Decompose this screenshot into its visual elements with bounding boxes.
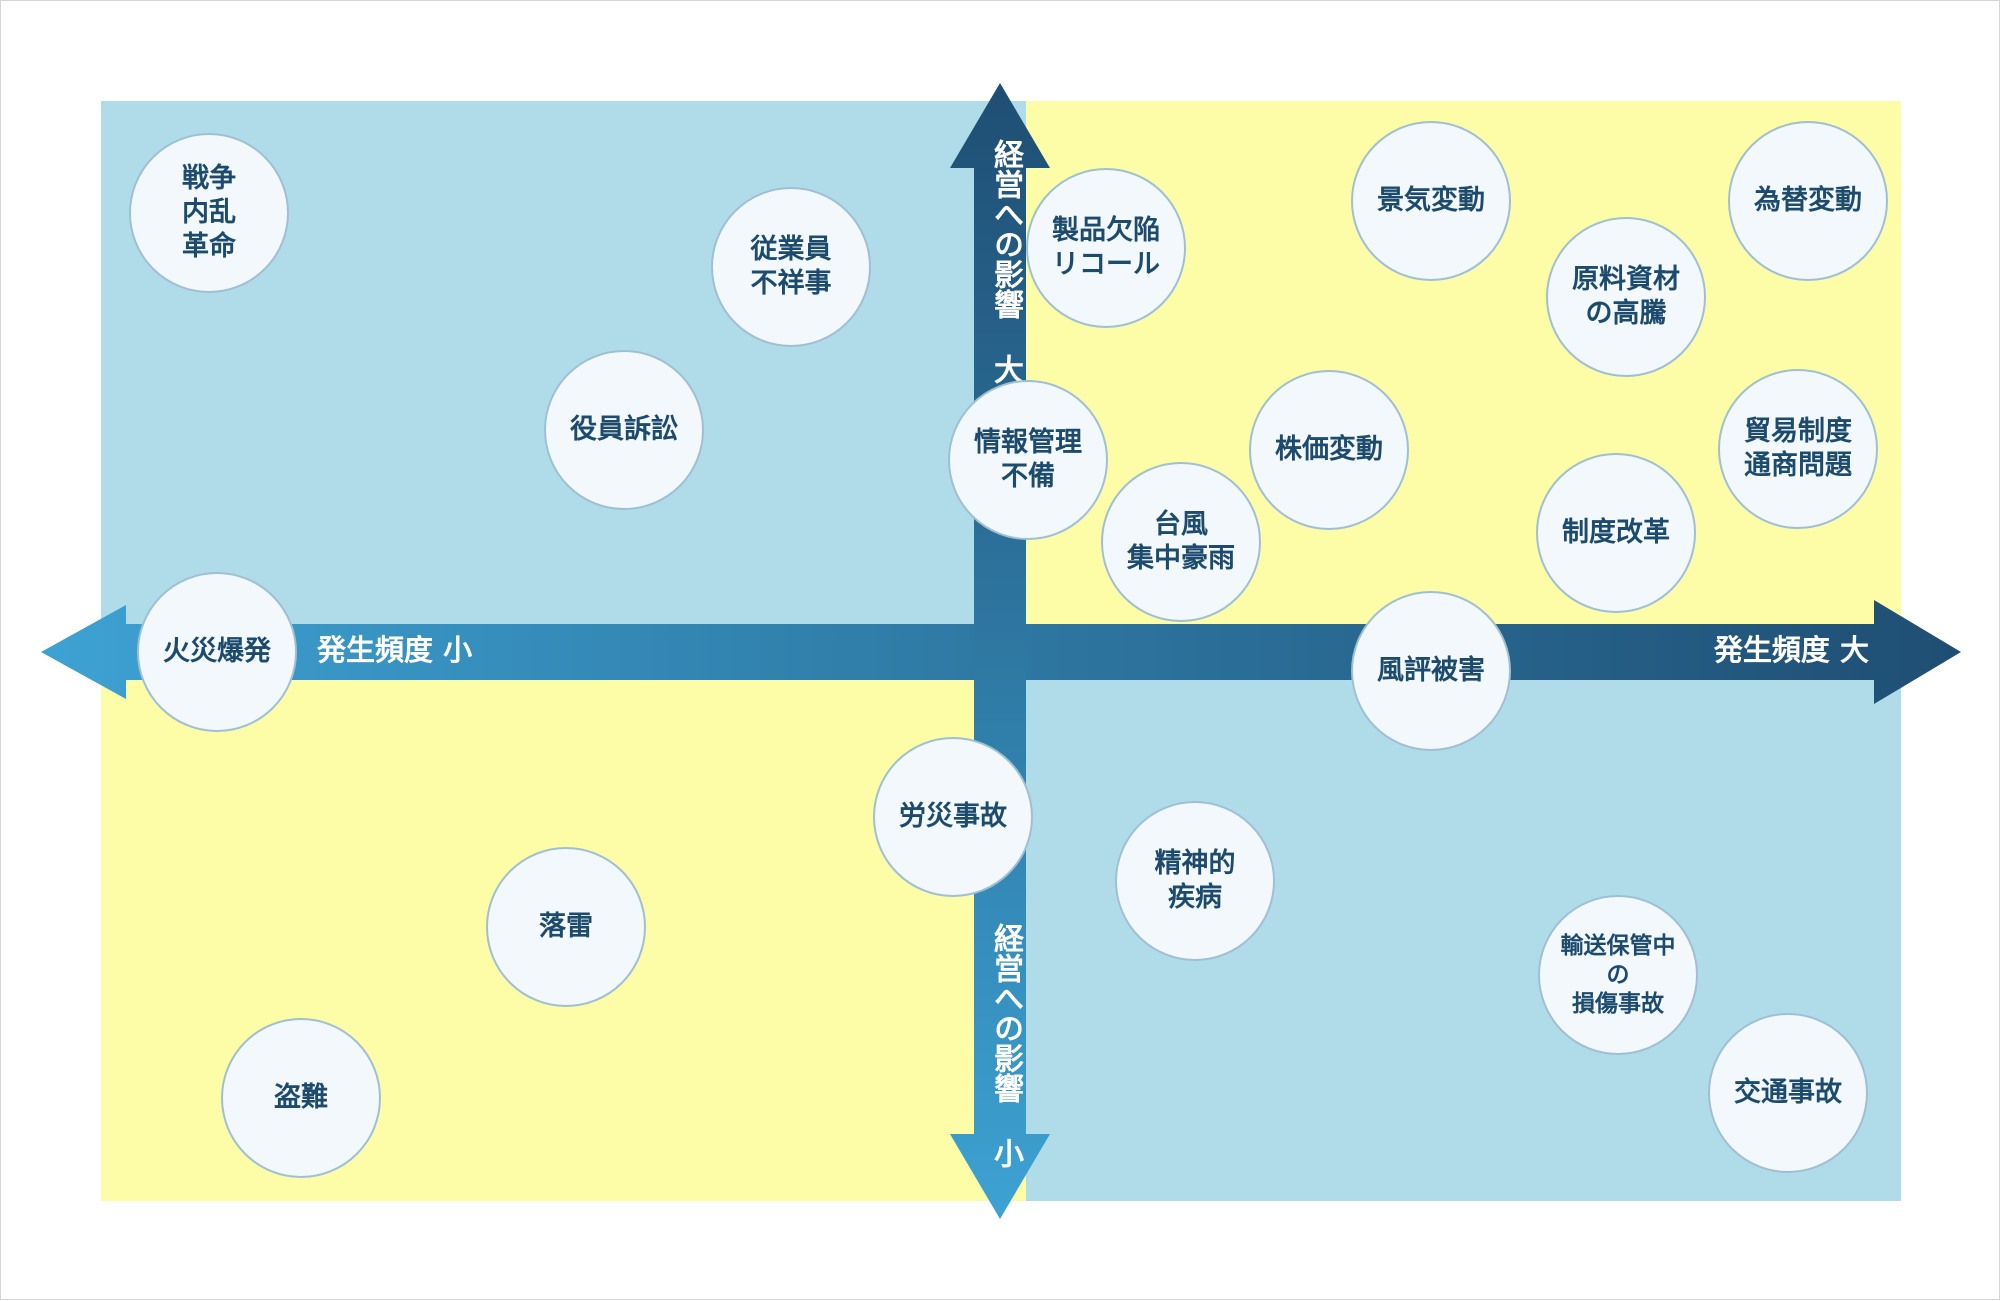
risk-bubble-product-recall: 製品欠陥 リコール: [1026, 168, 1186, 328]
risk-bubble-workplace-accident: 労災事故: [873, 737, 1033, 897]
risk-label: 貿易制度 通商問題: [1744, 416, 1852, 481]
risk-bubble-executive-lawsuit: 役員訴訟: [544, 350, 704, 510]
risk-label: 精神的 疾病: [1154, 848, 1236, 913]
risk-label: 風評被害: [1377, 655, 1485, 686]
risk-bubble-theft: 盗難: [221, 1018, 381, 1178]
risk-bubble-reputation-damage: 風評被害: [1351, 591, 1511, 751]
risk-bubble-lightning: 落雷: [486, 847, 646, 1007]
risk-label: 制度改革: [1562, 517, 1670, 548]
risk-bubble-economic-fluctuation: 景気変動: [1351, 121, 1511, 281]
risk-label: 原料資材 の高騰: [1572, 264, 1680, 329]
risk-bubble-stock-price: 株価変動: [1249, 370, 1409, 530]
risk-bubble-war: 戦争 内乱 革命: [129, 133, 289, 293]
risk-label: 火災爆発: [163, 636, 271, 667]
risk-label: 株価変動: [1275, 434, 1383, 465]
risk-label: 情報管理 不備: [974, 427, 1082, 492]
risk-bubble-traffic-accident: 交通事故: [1708, 1013, 1868, 1173]
impact-low-label: 経営への影響 小: [988, 923, 1023, 1168]
risk-bubble-trade-regulation: 貿易制度 通商問題: [1718, 369, 1878, 529]
risk-bubble-material-cost: 原料資材 の高騰: [1546, 217, 1706, 377]
risk-label: 役員訴訟: [570, 414, 678, 445]
risk-label: 交通事故: [1734, 1077, 1842, 1108]
frequency-high-label: 発生頻度 大: [1713, 633, 1869, 667]
risk-bubble-typhoon: 台風 集中豪雨: [1101, 462, 1261, 622]
risk-label: 台風 集中豪雨: [1127, 509, 1235, 574]
risk-bubble-mental-illness: 精神的 疾病: [1115, 801, 1275, 961]
risk-bubble-information-management: 情報管理 不備: [948, 380, 1108, 540]
risk-label: 盗難: [274, 1082, 328, 1113]
risk-label: 落雷: [539, 911, 593, 942]
risk-label: 為替変動: [1754, 185, 1862, 216]
risk-label: 景気変動: [1377, 185, 1485, 216]
risk-bubble-exchange-rate: 為替変動: [1728, 121, 1888, 281]
frequency-low-label: 発生頻度 小: [317, 633, 473, 667]
risk-bubble-fire-explosion: 火災爆発: [137, 572, 297, 732]
risk-bubble-employee-misconduct: 従業員 不祥事: [711, 187, 871, 347]
risk-label: 製品欠陥 リコール: [1052, 215, 1160, 280]
risk-bubble-transport-damage: 輸送保管中 の 損傷事故: [1538, 895, 1698, 1055]
impact-high-label: 経営への影響 大: [988, 139, 1023, 384]
risk-label: 戦争 内乱 革命: [182, 163, 236, 262]
risk-bubble-system-reform: 制度改革: [1536, 453, 1696, 613]
vertical-axis-arrow: [950, 83, 1050, 1219]
risk-label: 輸送保管中 の 損傷事故: [1560, 932, 1676, 1017]
risk-label: 従業員 不祥事: [750, 234, 832, 299]
risk-label: 労災事故: [899, 801, 1007, 832]
